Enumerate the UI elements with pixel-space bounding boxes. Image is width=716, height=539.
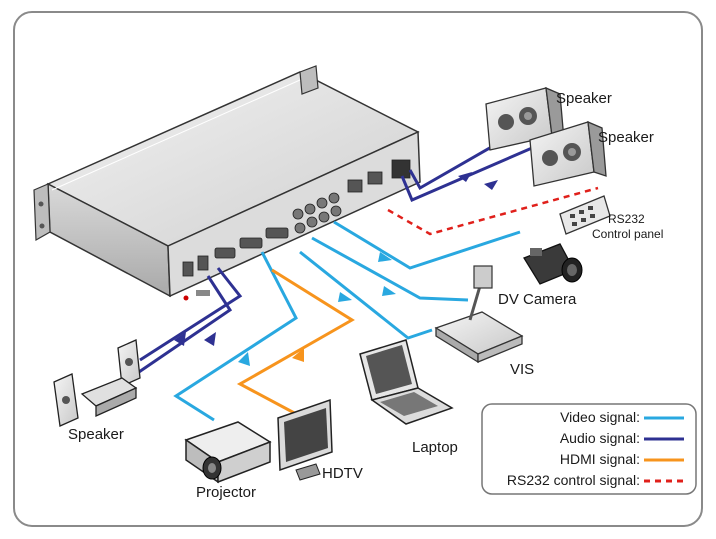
speaker-right-2 [529, 120, 607, 187]
dv-camera-label: DV Camera [498, 291, 577, 308]
legend-label-hdmi: HDMI signal: [560, 451, 640, 467]
audio-cables-left [135, 267, 243, 376]
rs232-panel-label-line2: Control panel [592, 227, 663, 241]
audio-arrow-2 [484, 180, 498, 190]
matrix-switcher-unit [33, 65, 421, 301]
legend: Video signal: Audio signal: HDMI signal:… [481, 403, 697, 495]
video-input-cables [299, 220, 521, 340]
legend-label-rs232: RS232 control signal: [507, 472, 640, 488]
vis-label: VIS [510, 361, 534, 378]
speaker-right-1-label: Speaker [556, 90, 612, 107]
audio-arrow-3 [174, 332, 186, 346]
video-arrow-3 [338, 292, 352, 302]
video-arrow-4 [238, 352, 250, 366]
hdmi-cable [236, 268, 355, 418]
hdtv [277, 398, 333, 481]
video-output-cable [173, 251, 298, 422]
dv-camera [523, 243, 583, 285]
rs232-control-panel [559, 195, 611, 235]
hdtv-label: HDTV [322, 465, 363, 482]
legend-label-audio: Audio signal: [560, 430, 640, 446]
speaker-left-label: Speaker [68, 426, 124, 443]
legend-label-video: Video signal: [560, 409, 640, 425]
projector-label: Projector [196, 484, 256, 501]
hdmi-arrow [292, 348, 304, 362]
laptop [359, 339, 454, 425]
audio-arrow-4 [204, 332, 216, 346]
projector [184, 421, 272, 484]
rs232-cable [387, 186, 599, 236]
speaker-right-1 [485, 86, 565, 151]
laptop-label: Laptop [412, 439, 458, 456]
video-arrow-1 [378, 252, 392, 262]
rs232-panel-label-line1: RS232 [608, 212, 645, 226]
speaker-right-2-label: Speaker [598, 129, 654, 146]
vis-device [434, 265, 524, 364]
audio-arrow-1 [458, 172, 472, 182]
speaker-left [53, 339, 141, 427]
legend-box [481, 403, 697, 495]
video-arrow-2 [382, 286, 396, 296]
